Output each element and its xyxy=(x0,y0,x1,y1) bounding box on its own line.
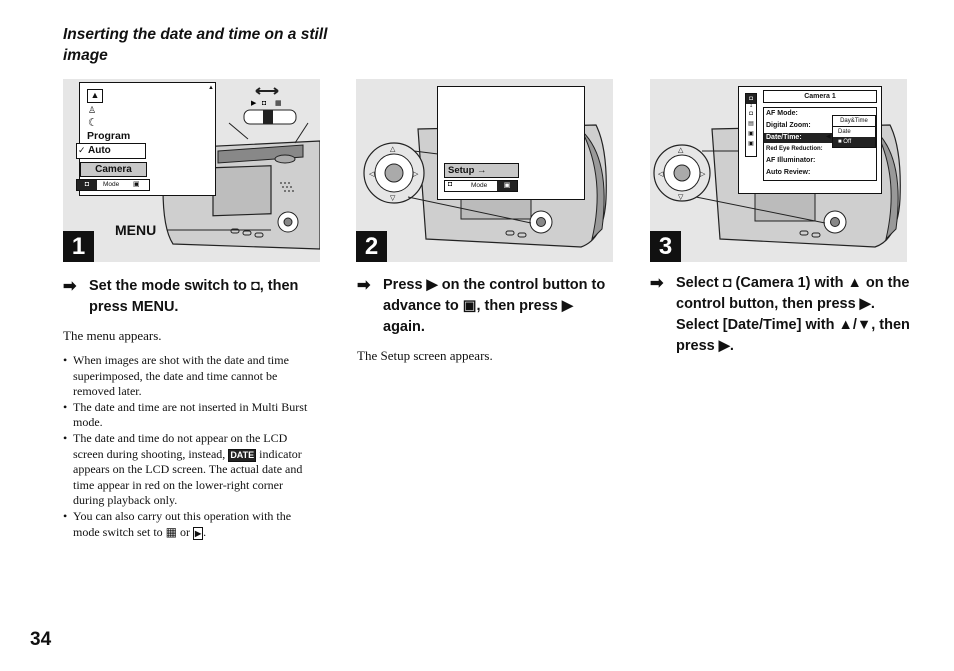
setup1-tab-icon: ▣ xyxy=(748,131,754,137)
svg-text:△: △ xyxy=(678,147,684,154)
note-2: The date and time are not inserted in Mu… xyxy=(63,400,316,431)
down-triangle-icon: ▼ xyxy=(856,317,872,333)
menu-screen: ▲ ♙ ☾ ▲ Program ✓ Auto Camera ◘ Mode ▣ xyxy=(76,82,216,196)
right-triangle-icon: ▶ xyxy=(859,296,871,312)
note-4: You can also carry out this operation wi… xyxy=(63,509,316,540)
svg-text:▽: ▽ xyxy=(390,195,396,202)
menu-callout: MENU xyxy=(115,222,157,238)
camera1-screen: ◘ 1 ◘ ▤ ▣ ▣ Camera 1 AF Mode: Digital Zo… xyxy=(738,86,882,194)
checkmark-icon: ✓ xyxy=(78,145,86,155)
movie-mode-icon: ▦ xyxy=(165,524,177,539)
left-arrow-icon: ◀ xyxy=(826,134,831,140)
camera1-icon: ◘ xyxy=(722,275,732,291)
section-title: Inserting the date and time on a still i… xyxy=(63,26,328,64)
step-2-instruction: ➡ Press ▶ on the control button to advan… xyxy=(357,277,606,335)
notes-list: When images are shot with the date and t… xyxy=(63,353,316,540)
scroll-up-icon: ▲ xyxy=(208,85,214,91)
scene-portrait-icon: ♙ xyxy=(88,105,97,115)
menu-bar: ◘ Mode ▣ xyxy=(76,179,150,191)
setup-screen: Setup → ◘ Mode ▣ xyxy=(437,86,585,200)
svg-text:▽: ▽ xyxy=(678,194,684,201)
twilight-icon: ☾ xyxy=(88,117,98,129)
menu-item-auto-box: ✓ Auto xyxy=(76,143,146,159)
arrow-icon: ➡ xyxy=(650,275,664,292)
camera2-tab-icon: ◘ xyxy=(749,111,753,117)
option-off: ■ Off xyxy=(833,137,875,147)
svg-text:▦: ▦ xyxy=(275,100,282,107)
up-triangle-icon: ▲ xyxy=(847,275,862,291)
setup-item: Setup → xyxy=(444,163,519,178)
setup-icon: ▣ xyxy=(497,181,517,191)
setup-bar: ◘ Mode ▣ xyxy=(444,180,518,192)
row-digital-zoom: Digital Zoom: xyxy=(766,122,811,129)
svg-text:◁: ◁ xyxy=(369,171,375,178)
memory-tab-icon: ▤ xyxy=(748,121,754,127)
step-3-number: 3 xyxy=(650,231,681,262)
step-2-result: The Setup screen appears. xyxy=(357,348,493,363)
row-auto-review: Auto Review: xyxy=(766,169,811,176)
step-3-illustration: △ ▽ ◁ ▷ ◘ 1 ◘ ▤ ▣ ▣ Camera 1 AF Mode: Di… xyxy=(650,79,907,262)
row-red-eye: Red Eye Reduction: xyxy=(766,146,823,152)
svg-text:▷: ▷ xyxy=(413,171,419,178)
option-day-time: Day&Time xyxy=(840,118,868,124)
bar-mode-label: Mode xyxy=(103,181,120,188)
svg-text:◘: ◘ xyxy=(262,100,266,107)
svg-text:△: △ xyxy=(390,146,396,153)
row-date-time: Date/Time: xyxy=(764,133,832,143)
camera-mode-icon: ◘ xyxy=(250,278,260,294)
up-triangle-icon: ▲ xyxy=(838,317,853,333)
step-1-result: The menu appears. xyxy=(63,328,162,343)
camera1-tab-icon: ◘ xyxy=(746,94,756,104)
camera-icon: ◘ xyxy=(77,180,97,190)
playback-mode-icon: ▶ xyxy=(193,526,204,540)
setup-icon: ▣ xyxy=(133,181,140,188)
step-1-instruction: ➡ Set the mode switch to ◘, then press M… xyxy=(63,278,299,315)
setup2-tab-icon: ▣ xyxy=(748,141,754,147)
row-af-mode: AF Mode: xyxy=(766,110,798,117)
setup-icon: ▣ xyxy=(462,298,477,314)
note-1: When images are shot with the date and t… xyxy=(63,353,316,400)
menu-item-program: Program xyxy=(87,130,131,142)
selected-dot-icon: ■ xyxy=(838,139,844,145)
side-tabs: ◘ 1 ◘ ▤ ▣ ▣ xyxy=(745,93,757,157)
menu-item-camera: Camera xyxy=(80,162,147,177)
step-1-number: 1 xyxy=(63,231,94,262)
svg-text:◁: ◁ xyxy=(658,171,664,178)
camera-icon: ◘ xyxy=(448,181,453,188)
right-triangle-icon: ▶ xyxy=(718,338,730,354)
right-triangle-icon: ▶ xyxy=(561,298,574,314)
svg-text:▷: ▷ xyxy=(700,171,706,178)
scene-landscape-icon: ▲ xyxy=(87,89,103,103)
row-af-illuminator: AF Illuminator: xyxy=(766,157,816,164)
step-2-illustration: △ ▽ ◁ ▷ Setup → ◘ Mode ▣ 2 xyxy=(356,79,613,262)
arrow-icon: ➡ xyxy=(63,278,77,295)
date-time-options: Day&Time Date ■ Off xyxy=(832,115,876,148)
settings-list: AF Mode: Digital Zoom: Date/Time: ◀ Red … xyxy=(763,107,877,181)
note-3: The date and time do not appear on the L… xyxy=(63,431,316,509)
bar-mode-label: Mode xyxy=(471,182,488,189)
step-1-illustration: ▶ ◘ ▦ ▲ ♙ ☾ ▲ Program ✓ Auto Camera ◘ Mo… xyxy=(63,79,320,262)
step-2-number: 2 xyxy=(356,231,387,262)
tab-number: 1 xyxy=(749,103,753,109)
option-date: Date xyxy=(833,126,875,137)
right-triangle-icon: ▶ xyxy=(426,277,438,293)
page-number: 34 xyxy=(30,629,52,650)
arrow-icon: ➡ xyxy=(357,277,371,294)
step-3-instruction: ➡ Select ◘ (Camera 1) with ▲ on the cont… xyxy=(650,275,910,354)
svg-text:▶: ▶ xyxy=(251,100,257,107)
menu-item-auto: Auto xyxy=(88,145,111,156)
screen-title: Camera 1 xyxy=(763,90,877,103)
date-indicator-icon: DATE xyxy=(228,448,257,462)
